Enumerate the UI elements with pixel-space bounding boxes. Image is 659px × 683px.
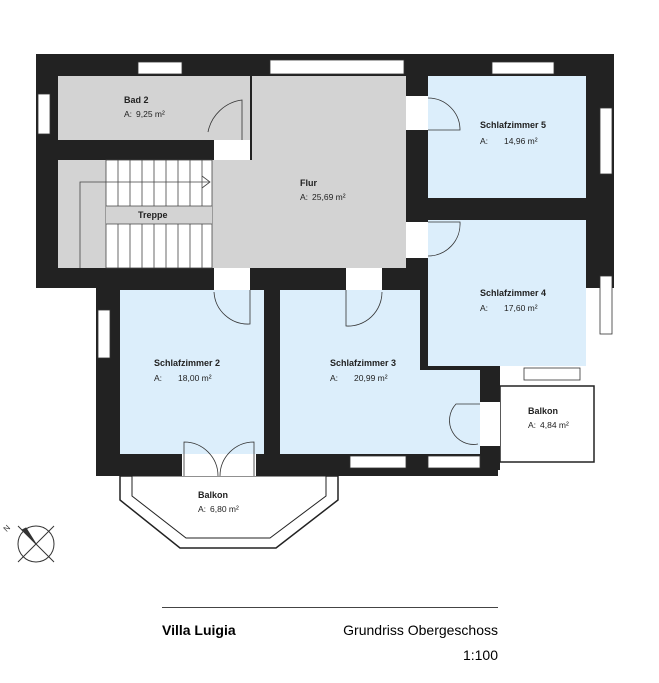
room-balkon-south-area: A:6,80 m² [198, 504, 239, 514]
north-label: N [2, 523, 13, 534]
room-bad2 [58, 76, 250, 140]
scale-label: 1:100 [462, 647, 498, 663]
room-sz4-area: A:17,60 m² [480, 303, 538, 313]
stairs [79, 159, 213, 269]
project-title: Villa Luigia [162, 622, 236, 638]
room-balkon-right-area: A:4,84 m² [528, 420, 569, 430]
balkon-south-inner [131, 475, 327, 539]
doors [182, 96, 500, 477]
room-balkon-south-name: Balkon [198, 490, 228, 500]
room-sz2-name: Schlafzimmer 2 [154, 358, 220, 368]
windows [37, 59, 613, 469]
sheet-title: Grundriss Obergeschoss [343, 622, 498, 638]
room-sz4 [428, 220, 586, 366]
room-sz3-name: Schlafzimmer 3 [330, 358, 396, 368]
room-sz2-area: A:18,00 m² [154, 373, 212, 383]
room-sz3-area: A:20,99 m² [330, 373, 388, 383]
room-treppe-name: Treppe [138, 210, 168, 220]
room-flur [212, 76, 406, 268]
room-sz5-area: A:14,96 m² [480, 136, 538, 146]
room-sz2 [120, 290, 264, 454]
room-sz3 [280, 290, 480, 454]
room-sz5-name: Schlafzimmer 5 [480, 120, 546, 130]
room-sz4-name: Schlafzimmer 4 [480, 288, 546, 298]
room-flur-area: A:25,69 m² [300, 192, 346, 202]
footer-rule [162, 607, 498, 608]
room-bad2-area: A:9,25 m² [124, 109, 165, 119]
north-arrow [17, 525, 55, 563]
room-flur-name: Flur [300, 178, 317, 188]
room-balkon-south [119, 475, 339, 549]
floor-plan: Bad 2 A:9,25 m² Treppe Flur A:25,69 m² S… [2, 54, 614, 563]
room-balkon-right-name: Balkon [528, 406, 558, 416]
room-sz5 [428, 76, 586, 198]
room-bad2-name: Bad 2 [124, 95, 149, 105]
